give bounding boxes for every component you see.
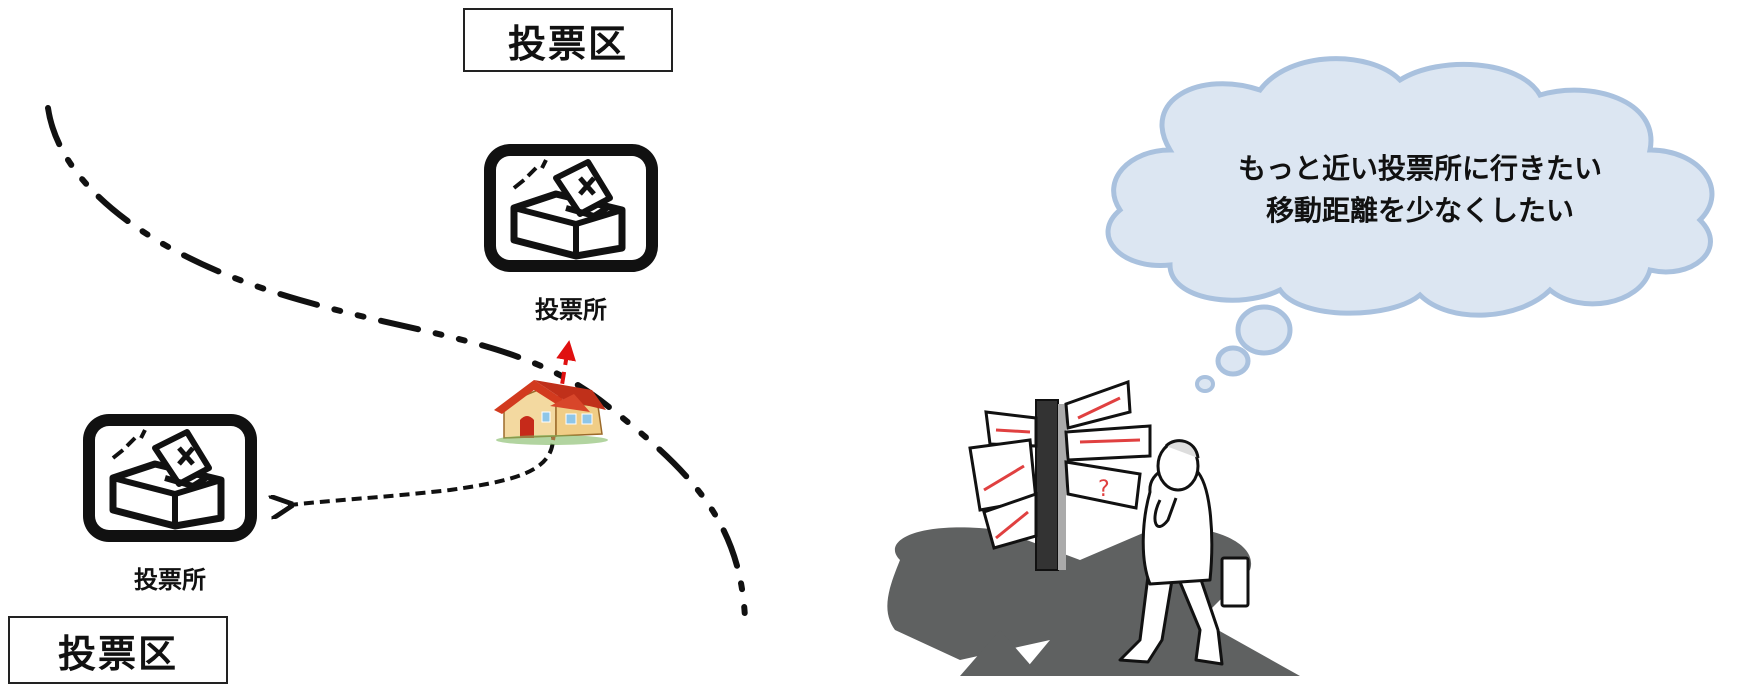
thinking-man-icon <box>1118 439 1250 666</box>
house-icon <box>494 380 608 445</box>
district-label-bottom: 投票区 <box>8 616 228 684</box>
thought-line-1: もっと近い投票所に行きたい <box>1237 152 1602 185</box>
station-label-left: 投票所 <box>134 566 206 594</box>
route-to-left-station <box>282 427 555 506</box>
station-label-top: 投票所 <box>535 296 607 324</box>
ballot-box-icon <box>484 144 658 272</box>
svg-text:?: ? <box>1098 477 1110 502</box>
thought-cloud-icon <box>1105 56 1715 393</box>
district-boundary <box>45 105 748 621</box>
ballot-box-icon <box>83 414 257 542</box>
signpost-icon: ? <box>968 379 1152 571</box>
district-label-top: 投票区 <box>463 8 673 72</box>
thought-text: もっと近い投票所に行きたい 移動距離を少なくしたい <box>1160 148 1680 232</box>
thought-line-2: 移動距離を少なくしたい <box>1265 194 1574 227</box>
